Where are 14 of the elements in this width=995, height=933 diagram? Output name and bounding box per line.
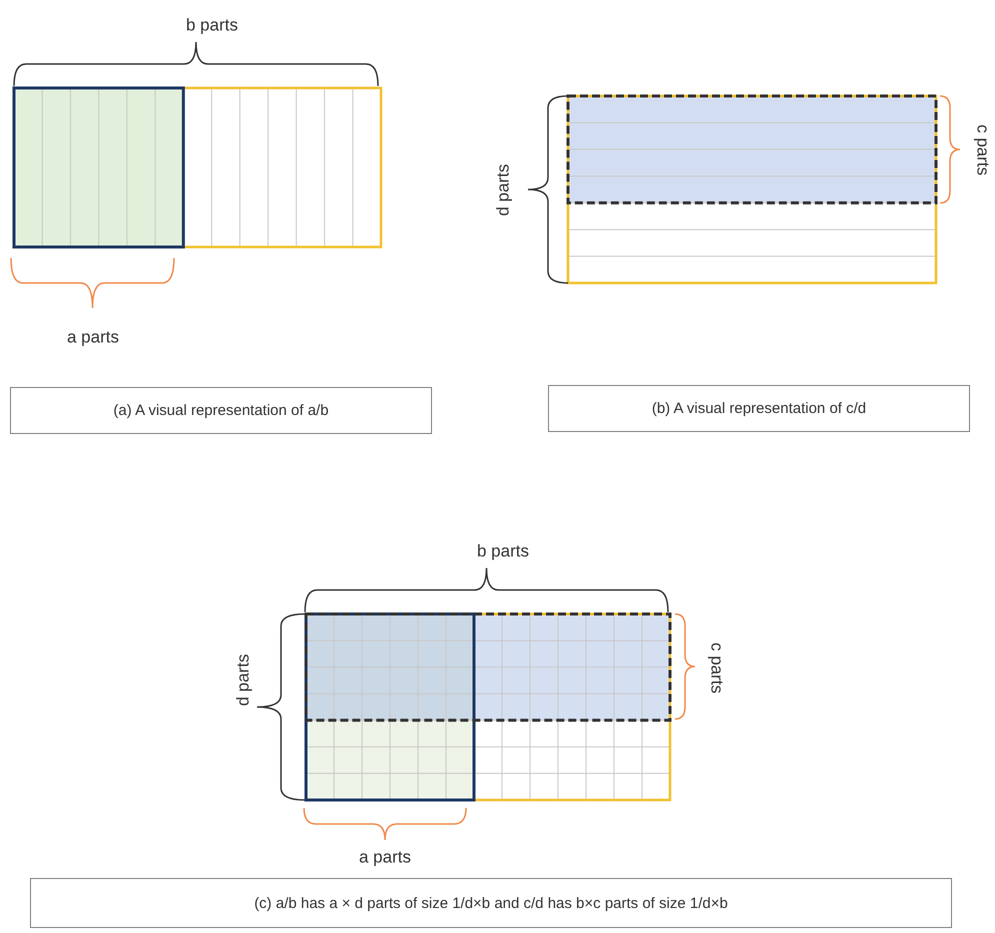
part-count-label: a parts <box>67 328 119 348</box>
part-count-label: c parts <box>972 124 992 176</box>
part-count-label: b parts <box>477 542 529 562</box>
caption-text: (c) a/b has a × d parts of size 1/d×b and c/d has b×c parts of size 1/d×b <box>254 894 728 912</box>
part-count-label: b parts <box>186 16 238 36</box>
part-count-label: d parts <box>234 654 254 706</box>
caption-box <box>30 878 952 928</box>
part-count-label: c parts <box>706 642 726 694</box>
caption-box <box>548 385 970 432</box>
caption-text: (b) A visual representation of c/d <box>652 400 866 417</box>
part-count-label: a parts <box>359 848 411 868</box>
part-count-label: d parts <box>494 164 514 216</box>
caption-box <box>10 387 432 434</box>
caption-text: (a) A visual representation of a/b <box>113 402 329 419</box>
